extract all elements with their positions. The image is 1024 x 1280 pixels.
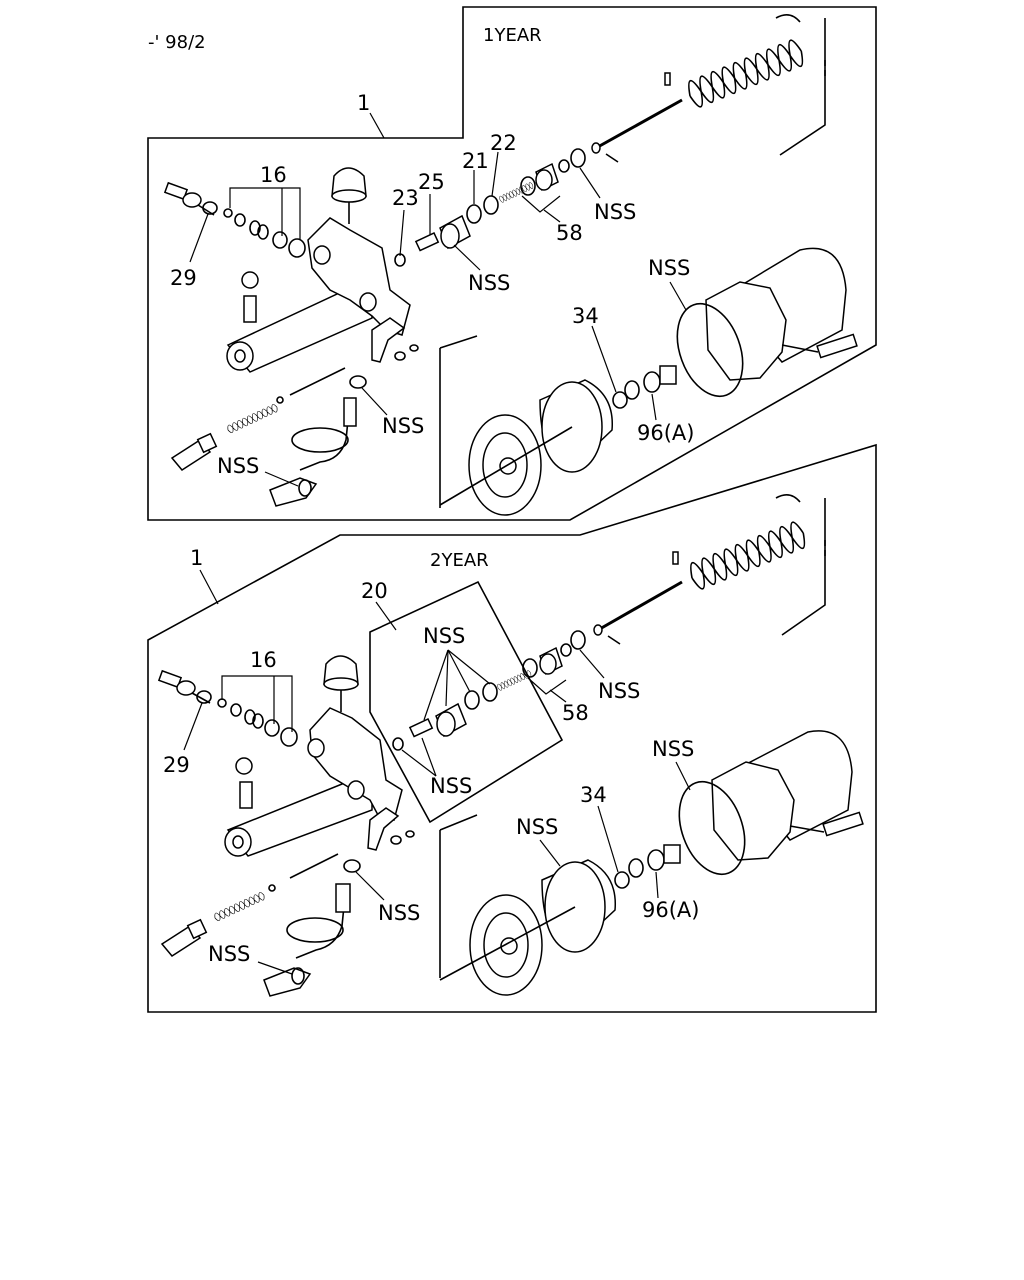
piston: [439, 214, 471, 250]
callout-16: 16: [260, 163, 287, 187]
cylinder-body: [226, 217, 411, 373]
piston-b: [435, 702, 467, 738]
callout-1-b: 1: [190, 546, 203, 570]
page-reference: -' 98/2: [148, 32, 206, 53]
callout-29-b: 29: [163, 753, 190, 777]
callout-nss-clip-b: NSS: [208, 942, 250, 966]
callout-nss-oring: NSS: [648, 256, 690, 280]
o-ring-nss-b: [678, 780, 746, 876]
callout-nss-kit: NSS: [423, 624, 465, 648]
panel-1year: 1YEAR 1 29 16: [147, 6, 877, 521]
callout-nss-boot-b: NSS: [516, 815, 558, 839]
bleeder-fitting: [163, 181, 215, 216]
lower-fitting: [170, 432, 218, 471]
booster-shell: [705, 247, 858, 381]
panel-2-frame: [147, 443, 877, 1013]
lower-fitting-b: [160, 918, 208, 957]
hose-clip: [269, 477, 318, 507]
hose-clip-b: [263, 967, 312, 997]
seal-ring-b: [288, 238, 306, 258]
reservoir-cap-b: [323, 655, 359, 712]
callout-23: 23: [392, 186, 419, 210]
callout-21: 21: [462, 149, 489, 173]
bleeder-fitting-b: [157, 669, 211, 704]
washer-nss: [349, 375, 367, 389]
piston-58-b: [539, 646, 563, 676]
washer-34: [612, 391, 628, 409]
return-spring: [683, 37, 808, 110]
callout-58-b: 58: [562, 701, 589, 725]
panel-2year: 2YEAR 1 29 16: [147, 443, 877, 1013]
piston-58: [535, 162, 559, 192]
reservoir-cap: [331, 167, 367, 224]
snap-ring-b: [570, 630, 586, 650]
panel-2-title: 2YEAR: [430, 550, 489, 571]
callout-25: 25: [418, 170, 445, 194]
kit-20-outline: [369, 580, 564, 824]
cup-22: [483, 195, 499, 215]
callout-nss-kit2: NSS: [430, 774, 472, 798]
callout-nss-washer: NSS: [382, 414, 424, 438]
callout-20: 20: [361, 579, 388, 603]
o-ring-29: [202, 201, 218, 215]
seal-ring-a: [272, 231, 288, 249]
washer-34-b: [614, 871, 630, 889]
nut-96a-b: [647, 849, 665, 871]
nut-96a: [643, 371, 661, 393]
callout-58: 58: [556, 221, 583, 245]
callout-16-b: 16: [250, 648, 277, 672]
callout-34-b: 34: [580, 783, 607, 807]
diaphragm-plate: [468, 414, 542, 516]
callout-nss-piston: NSS: [468, 271, 510, 295]
callout-34: 34: [572, 304, 599, 328]
callout-22: 22: [490, 131, 517, 155]
panel-1-title: 1YEAR: [483, 25, 542, 46]
washer-nss-b: [343, 859, 361, 873]
callout-nss-clip: NSS: [217, 454, 259, 478]
callout-1: 1: [357, 91, 370, 115]
diaphragm-boot-b: [541, 859, 617, 953]
cup-21: [466, 204, 482, 224]
o-ring-nss: [676, 302, 744, 398]
callout-96a-b: 96(A): [642, 898, 699, 922]
callout-nss-ring-b: NSS: [598, 679, 640, 703]
return-spring-b: [685, 519, 810, 592]
mounting-bracket: [371, 317, 406, 363]
callout-nss-ring: NSS: [594, 200, 636, 224]
snap-ring: [570, 148, 586, 168]
panel-1-frame: [147, 6, 877, 521]
booster-shell-b: [711, 730, 864, 861]
diaphragm: [539, 379, 614, 473]
callout-96a: 96(A): [637, 421, 694, 445]
callout-29: 29: [170, 266, 197, 290]
callout-nss-oring-b: NSS: [652, 737, 694, 761]
o-ring-29-b: [196, 690, 212, 704]
callout-nss-washer-b: NSS: [378, 901, 420, 925]
